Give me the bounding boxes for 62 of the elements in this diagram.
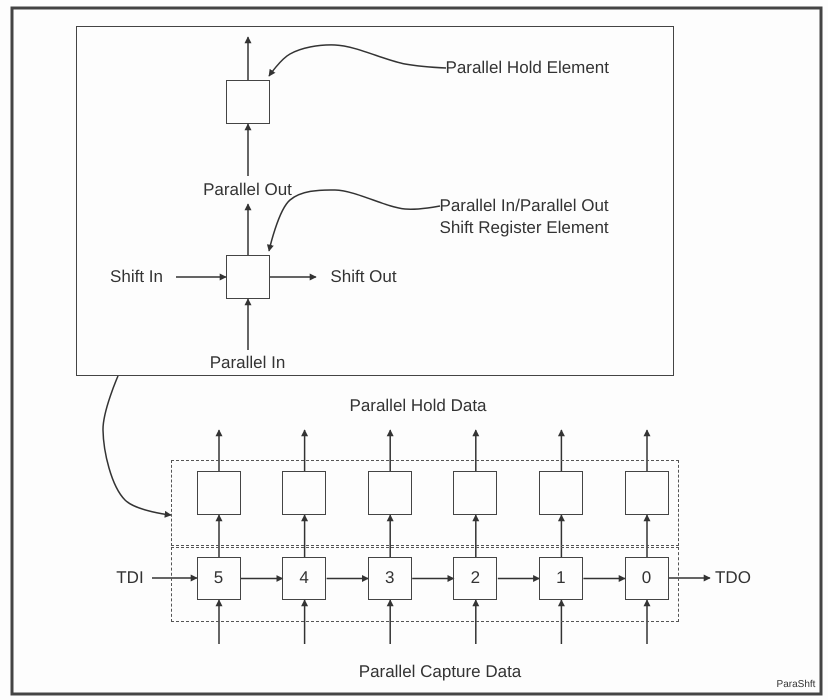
arrow bbox=[244, 203, 252, 255]
arrow bbox=[386, 599, 394, 644]
arrow bbox=[301, 429, 308, 471]
arrow bbox=[216, 429, 222, 471]
arrow bbox=[176, 274, 227, 280]
arrow bbox=[644, 514, 650, 557]
arrow bbox=[241, 575, 284, 582]
arrow bbox=[244, 36, 252, 80]
arrow bbox=[498, 575, 540, 582]
arrow bbox=[558, 429, 565, 471]
register-element bbox=[226, 80, 270, 124]
arrow bbox=[244, 298, 252, 350]
signal-label: Shift In bbox=[98, 264, 176, 288]
signal-label: Shift Out bbox=[316, 264, 412, 288]
arrow bbox=[244, 123, 252, 176]
register-element bbox=[624, 470, 668, 514]
arrow bbox=[386, 429, 394, 471]
register-element bbox=[226, 254, 270, 298]
section-label: Parallel Capture Data bbox=[358, 662, 522, 682]
arrow bbox=[216, 599, 222, 644]
signal-label: TDI bbox=[108, 567, 152, 589]
register-element bbox=[282, 470, 326, 514]
arrow bbox=[412, 575, 454, 582]
arrow bbox=[301, 514, 308, 557]
register-element: 2 bbox=[453, 556, 498, 600]
dashed-group bbox=[171, 547, 679, 622]
register-element: 3 bbox=[368, 556, 412, 600]
arrow bbox=[558, 599, 565, 644]
arrow bbox=[270, 274, 317, 280]
arrow bbox=[152, 574, 198, 582]
register-element: 5 bbox=[196, 556, 240, 600]
arrow bbox=[558, 514, 565, 557]
arrow bbox=[472, 599, 480, 644]
file-name-label: ParaShft bbox=[776, 678, 816, 690]
arrow bbox=[583, 575, 626, 582]
register-element bbox=[453, 470, 498, 514]
arrow bbox=[644, 599, 650, 644]
arrow bbox=[102, 376, 172, 518]
register-element: 0 bbox=[624, 556, 668, 600]
arrow bbox=[472, 429, 480, 471]
panel bbox=[76, 26, 674, 376]
leader-line bbox=[268, 44, 446, 77]
arrow bbox=[301, 599, 308, 644]
signal-label: Parallel Out bbox=[190, 176, 306, 204]
leader-line bbox=[267, 189, 440, 252]
register-element bbox=[538, 470, 583, 514]
register-element bbox=[196, 470, 240, 514]
dashed-group bbox=[171, 460, 679, 546]
section-label: Parallel Hold Data bbox=[349, 396, 486, 416]
register-element bbox=[368, 470, 412, 514]
signal-label: Parallel In/Parallel Out Shift Register Element bbox=[440, 192, 636, 242]
register-element: 4 bbox=[282, 556, 326, 600]
signal-label: Parallel In bbox=[190, 350, 306, 376]
arrow bbox=[644, 429, 650, 471]
arrow bbox=[669, 574, 711, 582]
arrow bbox=[326, 575, 369, 582]
arrow bbox=[472, 514, 480, 557]
signal-label: Parallel Hold Element bbox=[446, 56, 626, 80]
arrow bbox=[216, 514, 222, 557]
arrow bbox=[386, 514, 394, 557]
register-element: 1 bbox=[538, 556, 583, 600]
signal-label: TDO bbox=[710, 567, 756, 589]
